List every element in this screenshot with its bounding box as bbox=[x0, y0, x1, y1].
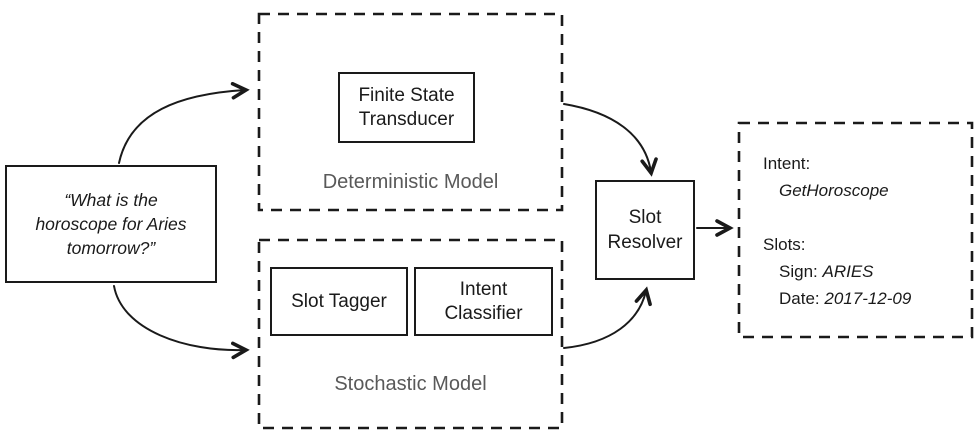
slot-resolver-label-line: Slot bbox=[628, 207, 662, 228]
output-intent-label: Intent: bbox=[763, 154, 811, 173]
intent-classifier-label-line: Classifier bbox=[444, 302, 523, 324]
input-utterance-line: horoscope for Aries bbox=[35, 214, 187, 234]
output-sign-row: Sign: ARIES bbox=[763, 258, 968, 285]
output-slots-label: Slots: bbox=[763, 235, 806, 254]
output-box-border bbox=[737, 121, 974, 339]
intent-classifier-box: Intent Classifier bbox=[414, 267, 553, 336]
output-date-label: Date: bbox=[779, 289, 820, 308]
output-sign-label: Sign: bbox=[779, 262, 818, 281]
deterministic-model-border bbox=[257, 12, 564, 212]
input-utterance-line: tomorrow?” bbox=[66, 238, 156, 258]
slot-tagger-box: Slot Tagger bbox=[270, 267, 408, 336]
slot-resolver-box: Slot Resolver bbox=[595, 180, 695, 280]
slot-tagger-label: Slot Tagger bbox=[291, 290, 387, 312]
output-intent-value: GetHoroscope bbox=[779, 181, 889, 200]
output-date-value: 2017-12-09 bbox=[824, 289, 912, 308]
output-sign-value: ARIES bbox=[822, 262, 874, 281]
deterministic-model-label: Deterministic Model bbox=[322, 171, 499, 193]
fst-label-line: Transducer bbox=[358, 108, 455, 130]
arrow-input-to-deterministic bbox=[118, 81, 250, 164]
arrow-stochastic-to-slot-resolver bbox=[563, 286, 652, 349]
output-result-text: Intent: GetHoroscope Slots: Sign: ARIES … bbox=[763, 150, 968, 312]
arrow-deterministic-to-slot-resolver bbox=[563, 103, 658, 177]
intent-classifier-label-line: Intent bbox=[459, 278, 508, 300]
stochastic-model-label: Stochastic Model bbox=[334, 373, 487, 395]
input-utterance-box: “What is the horoscope for Aries tomorro… bbox=[5, 165, 217, 283]
finite-state-transducer-box: Finite State Transducer bbox=[338, 72, 475, 143]
arrow-input-to-stochastic bbox=[113, 285, 250, 360]
input-utterance-line: “What is the bbox=[64, 190, 158, 210]
output-date-row: Date: 2017-12-09 bbox=[763, 285, 968, 312]
output-spacer bbox=[763, 204, 968, 231]
slot-resolver-label-line: Resolver bbox=[607, 232, 683, 253]
fst-label-line: Finite State bbox=[358, 84, 455, 106]
